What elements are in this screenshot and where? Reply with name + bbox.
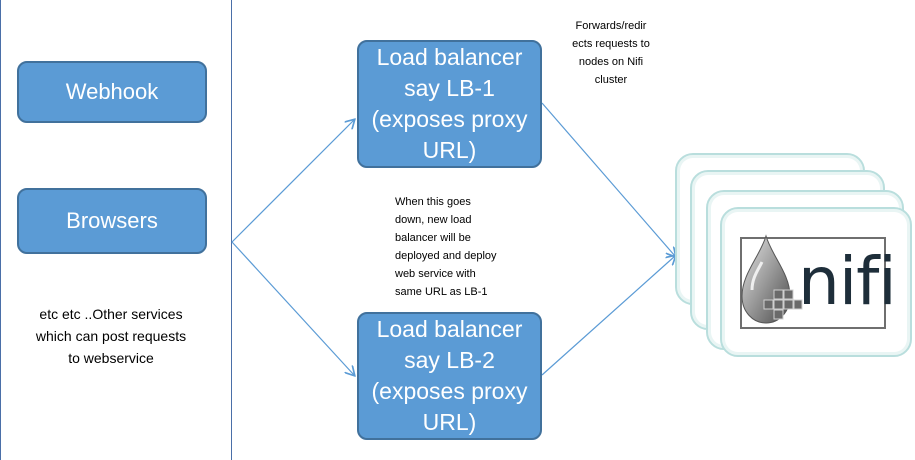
divider-line <box>231 0 232 460</box>
webhook-label: Webhook <box>65 79 159 104</box>
browsers-label: Browsers <box>66 208 158 233</box>
other-services-line: to webservice <box>68 350 154 366</box>
failover-note-line: web service with <box>395 268 476 280</box>
lb2-line: say LB-2 <box>404 347 495 373</box>
forward-note: Forwards/redir ects requests to nodes on… <box>555 17 667 89</box>
nifi-logo-text: nifi <box>798 243 897 320</box>
lb1-line: Load balancer <box>376 44 523 70</box>
forward-note-line: Forwards/redir <box>575 20 647 32</box>
failover-note-line: balancer will be <box>395 232 471 244</box>
failover-note: When this goes down, new load balancer w… <box>395 193 525 301</box>
forward-note-line: cluster <box>594 74 628 86</box>
webhook-box: Webhook <box>17 61 207 123</box>
other-services-note: etc etc ..Other services which can post … <box>18 303 204 369</box>
arrow-to-lb2 <box>231 241 354 375</box>
failover-note-line: deployed and deploy <box>395 250 497 262</box>
lb2-line: (exposes proxy <box>371 378 528 404</box>
browsers-box: Browsers <box>17 188 207 254</box>
failover-note-line: When this goes <box>395 196 471 208</box>
forward-note-line: ects requests to <box>572 38 650 50</box>
arrow-lb1-to-nifi <box>541 102 675 256</box>
lb1-line: URL) <box>422 137 477 163</box>
failover-note-line: down, new load <box>395 214 472 226</box>
lb1-line: (exposes proxy <box>371 106 528 132</box>
nifi-drop-logo-icon <box>741 234 803 324</box>
failover-note-line: same URL as LB-1 <box>395 286 488 298</box>
other-services-line: etc etc ..Other services <box>39 306 183 322</box>
other-services-line: which can post requests <box>35 328 187 344</box>
lb1-box: Load balancer say LB-1 (exposes proxy UR… <box>357 40 542 168</box>
left-border-line <box>0 0 1 460</box>
lb2-box: Load balancer say LB-2 (exposes proxy UR… <box>357 312 542 440</box>
forward-note-line: nodes on Nifi <box>578 56 644 68</box>
lb2-line: URL) <box>422 409 477 435</box>
lb2-line: Load balancer <box>376 316 523 342</box>
arrow-lb2-to-nifi <box>541 256 675 376</box>
arrow-to-lb1 <box>231 120 354 243</box>
lb1-line: say LB-1 <box>404 75 495 101</box>
